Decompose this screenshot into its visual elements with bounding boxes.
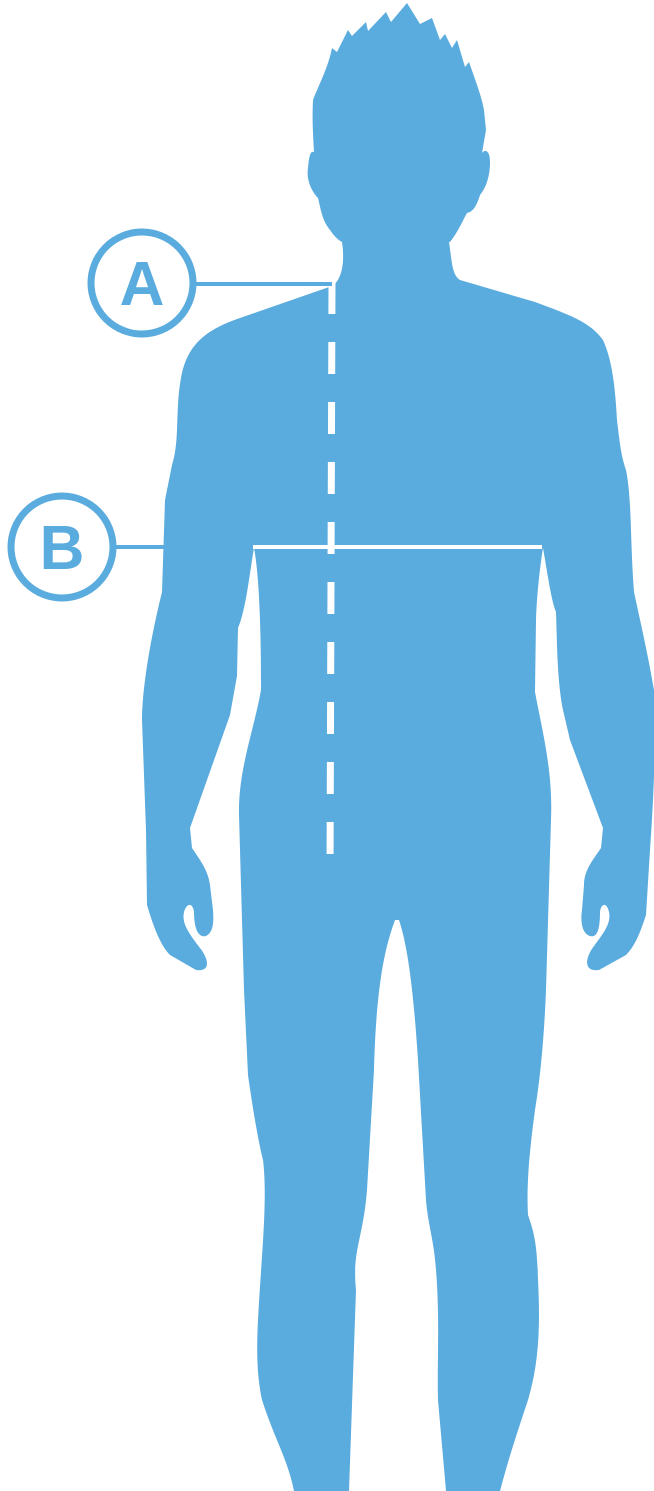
human-silhouette-icon [142,3,654,1491]
marker-b-letter: B [40,514,85,583]
marker-b: B [11,496,165,598]
marker-a-letter: A [120,250,165,319]
body-outline [142,242,654,1491]
head-outline [308,3,490,242]
